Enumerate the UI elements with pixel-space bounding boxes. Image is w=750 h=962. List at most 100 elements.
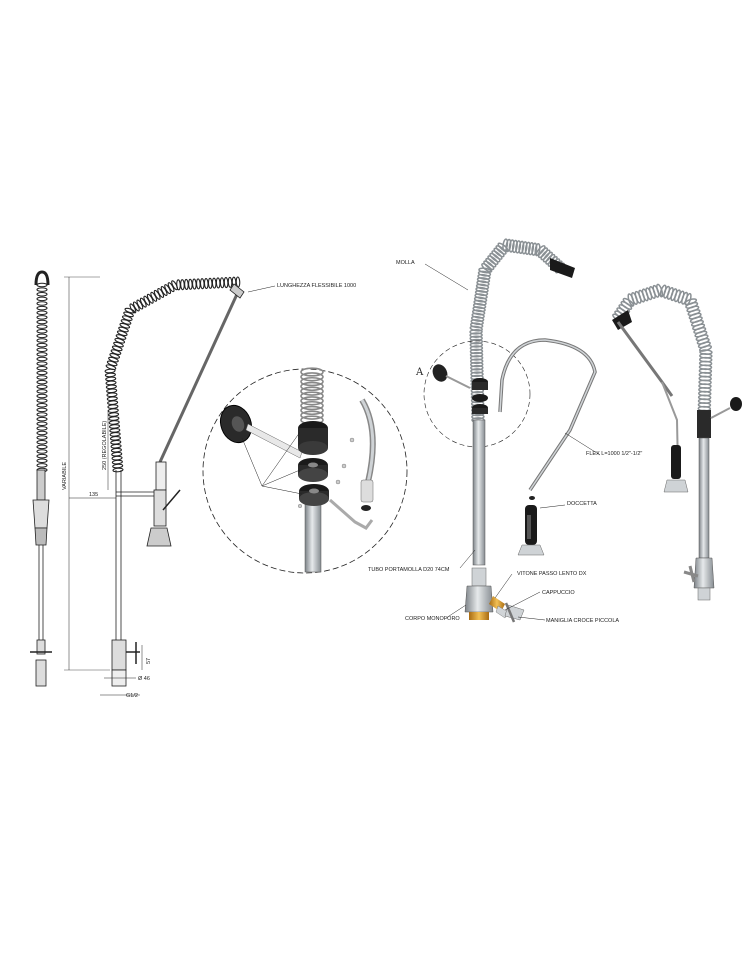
spring-coil	[36, 291, 48, 297]
spring-coil	[36, 430, 48, 436]
spring-coil	[36, 315, 48, 320]
spring-coil	[524, 241, 531, 255]
detail-circle	[202, 367, 408, 574]
spring-coil	[219, 277, 225, 289]
label-vitone: VITONE PASSO LENTO DX	[517, 571, 587, 577]
spring-coil	[111, 451, 123, 457]
spring-coil	[184, 278, 189, 291]
spring-coil	[106, 396, 118, 402]
spring-coil	[36, 352, 48, 357]
detail-spring	[300, 367, 324, 425]
spring-coil	[469, 348, 484, 355]
spring-coil	[528, 242, 535, 256]
spring-coil	[107, 404, 119, 409]
spring-coil	[36, 439, 48, 445]
spring-coil	[542, 251, 553, 263]
spring-coil	[36, 333, 48, 339]
spring-coil	[515, 240, 522, 254]
spring-coil	[215, 277, 221, 289]
spring-coil	[36, 282, 48, 288]
assembled-view	[612, 283, 742, 601]
spring-coil	[207, 277, 213, 289]
spring-coil	[106, 388, 118, 394]
spring-coil	[171, 280, 178, 291]
label-flex: FLEX L=1000 1/2"-1/2"	[586, 451, 642, 457]
spring-coil	[474, 290, 489, 297]
label-doccetta: DOCCETTA	[567, 501, 597, 507]
dim-46: Ø 46	[138, 676, 150, 682]
spring-coil	[505, 238, 512, 253]
front-view-spring	[104, 276, 241, 473]
spring-coil	[300, 386, 324, 396]
spring-coil	[110, 443, 122, 449]
spring-coil	[518, 240, 525, 255]
spring-coil	[476, 280, 490, 287]
spring-coil	[107, 408, 119, 413]
spring-coil	[227, 276, 233, 288]
spring-coil	[36, 328, 48, 334]
spring-coil	[188, 278, 193, 290]
spring-coil	[469, 358, 484, 365]
spring-coil	[540, 249, 551, 261]
spring-coil	[474, 293, 488, 300]
spring-coil	[36, 398, 48, 403]
spring-coil	[105, 380, 117, 386]
exploded-spring	[469, 238, 566, 423]
spring-coil	[36, 453, 48, 459]
spring-coil	[36, 305, 48, 311]
spring-coil	[469, 328, 483, 335]
spring-coil	[111, 455, 123, 461]
spring-coil	[36, 296, 48, 302]
dim-regolabile: 250 (REGOLABILE)	[102, 421, 108, 470]
spring-coil	[471, 309, 486, 316]
spring-coil	[111, 459, 123, 465]
spring-coil	[110, 447, 122, 453]
spring-coil	[502, 238, 509, 252]
spring-coil	[36, 379, 48, 385]
spring-coil	[471, 413, 485, 420]
detail-marker-a: A	[415, 367, 424, 378]
dim-variabile: VARIABILE	[62, 462, 68, 490]
dim-g12: G1/2	[126, 693, 138, 699]
spring-coil	[475, 286, 489, 293]
label-maniglia: MANIGLIA CROCE PICCOLA	[546, 618, 619, 624]
spring-coil	[470, 364, 484, 371]
spring-coil	[110, 439, 122, 445]
spring-coil	[473, 296, 488, 303]
label-molla: MOLLA	[396, 260, 415, 266]
spring-coil	[487, 255, 499, 265]
spring-coil	[469, 345, 484, 352]
dim-135: 135	[89, 492, 98, 498]
dim-57: 57	[146, 658, 152, 664]
spring-coil	[112, 463, 124, 469]
spring-coil	[199, 278, 205, 290]
spring-coil	[36, 402, 48, 408]
spring-coil	[36, 421, 48, 427]
spring-coil	[36, 338, 48, 343]
spring-coil	[300, 372, 324, 382]
spring-coil	[477, 270, 492, 277]
spring-coil	[469, 351, 484, 358]
spring-coil	[108, 412, 120, 417]
spring-coil	[521, 241, 528, 255]
spring-coil	[300, 376, 324, 387]
spring-coil	[176, 279, 181, 291]
spring-coil	[470, 319, 484, 326]
spring-coil	[476, 277, 491, 284]
spring-coil	[485, 257, 497, 268]
spring-coil	[531, 242, 538, 256]
spring-coil	[300, 381, 324, 392]
spring-coil	[36, 319, 48, 325]
spring-coil	[471, 312, 485, 319]
spring-coil	[535, 245, 546, 256]
spring-coil	[470, 361, 484, 368]
spring-coil	[36, 449, 48, 454]
spring-coil	[489, 252, 501, 263]
spring-coil	[472, 302, 487, 309]
spring-coil	[36, 407, 48, 413]
spring-coil	[36, 347, 48, 353]
spring-coil	[470, 371, 484, 378]
spring-coil	[300, 391, 324, 401]
spring-coil	[36, 370, 48, 376]
